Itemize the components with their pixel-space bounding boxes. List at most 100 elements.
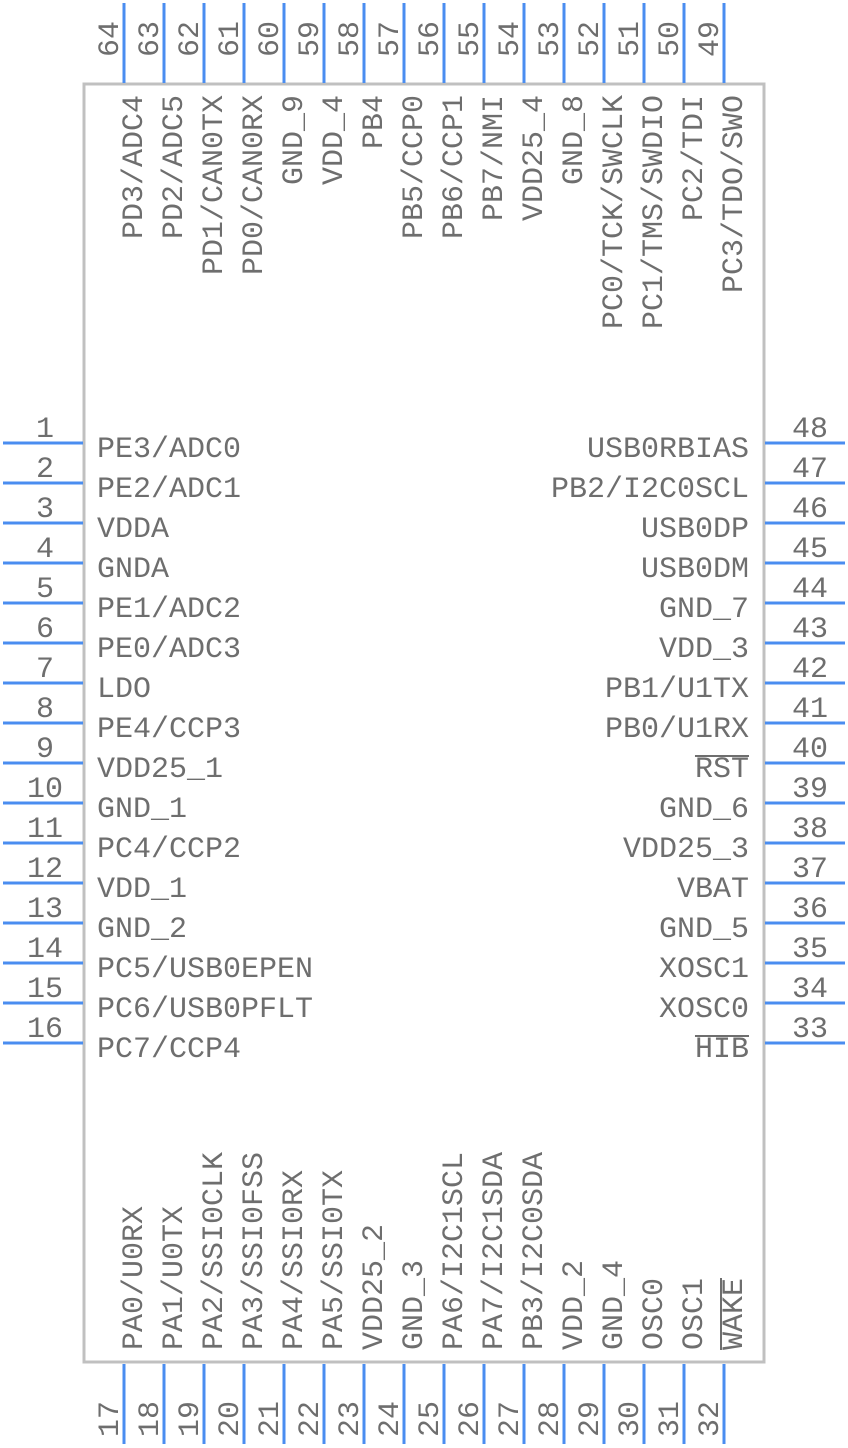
pin-label: PA3/SSI0FSS bbox=[238, 1152, 272, 1350]
pin-number: 52 bbox=[574, 21, 608, 57]
pin-label: VDD25_2 bbox=[358, 1224, 392, 1350]
pin-number: 54 bbox=[494, 21, 528, 57]
pin-label: XOSC1 bbox=[659, 953, 749, 987]
pin-number: 56 bbox=[414, 21, 448, 57]
pin-number: 31 bbox=[654, 1401, 688, 1437]
pin-label: PA4/SSI0RX bbox=[278, 1170, 312, 1350]
pin-number: 16 bbox=[27, 1013, 63, 1047]
pin-label: VBAT bbox=[677, 873, 749, 907]
pin-label: PC5/USB0EPEN bbox=[97, 953, 313, 987]
pin-number: 55 bbox=[454, 21, 488, 57]
pin-number: 20 bbox=[214, 1401, 248, 1437]
pin-number: 60 bbox=[254, 21, 288, 57]
pin-number: 53 bbox=[534, 21, 568, 57]
pin-number: 14 bbox=[27, 933, 63, 967]
pin-number: 47 bbox=[792, 453, 828, 487]
pin-label: PE0/ADC3 bbox=[97, 633, 241, 667]
pin-number: 62 bbox=[174, 21, 208, 57]
pin-number: 46 bbox=[792, 493, 828, 527]
pin-label: GND_3 bbox=[398, 1260, 432, 1350]
pin-number: 30 bbox=[614, 1401, 648, 1437]
pin-number: 29 bbox=[574, 1401, 608, 1437]
pin-number: 50 bbox=[654, 21, 688, 57]
pin-number: 28 bbox=[534, 1401, 568, 1437]
pin-label: PB4 bbox=[358, 95, 392, 149]
pin-number: 25 bbox=[414, 1401, 448, 1437]
pin-label: PE2/ADC1 bbox=[97, 473, 241, 507]
pin-label: VDD_3 bbox=[659, 633, 749, 667]
pin-number: 7 bbox=[36, 653, 54, 687]
pin-number: 6 bbox=[36, 613, 54, 647]
pin-label: PE1/ADC2 bbox=[97, 593, 241, 627]
pin-label: VDD_4 bbox=[318, 95, 352, 185]
pin-number: 44 bbox=[792, 573, 828, 607]
pin-number: 17 bbox=[94, 1401, 128, 1437]
pin-number: 40 bbox=[792, 733, 828, 767]
pin-label: PC0/TCK/SWCLK bbox=[598, 95, 632, 329]
pin-label: PC1/TMS/SWDIO bbox=[638, 95, 672, 329]
pin-label: PB3/I2C0SDA bbox=[518, 1152, 552, 1350]
pin-label: PC6/USB0PFLT bbox=[97, 993, 313, 1027]
pin-number: 5 bbox=[36, 573, 54, 607]
pin-number: 23 bbox=[334, 1401, 368, 1437]
pin-number: 59 bbox=[294, 21, 328, 57]
pin-label: PB6/CCP1 bbox=[438, 95, 472, 239]
pin-number: 24 bbox=[374, 1401, 408, 1437]
pin-label: PB2/I2C0SCL bbox=[551, 473, 749, 507]
pin-number: 57 bbox=[374, 21, 408, 57]
pin-number: 3 bbox=[36, 493, 54, 527]
pin-label: PC3/TDO/SWO bbox=[718, 95, 752, 293]
pin-label: GND_5 bbox=[659, 913, 749, 947]
pin-number: 9 bbox=[36, 733, 54, 767]
pin-label: USB0DM bbox=[641, 553, 749, 587]
pin-label: VDD25_1 bbox=[97, 753, 223, 787]
pin-label: GND_4 bbox=[598, 1260, 632, 1350]
pin-number: 2 bbox=[36, 453, 54, 487]
pin-label: PD2/ADC5 bbox=[158, 95, 192, 239]
pin-label: OSC1 bbox=[678, 1278, 712, 1350]
pin-label: VDD25_4 bbox=[518, 95, 552, 221]
pin-number: 18 bbox=[134, 1401, 168, 1437]
pin-label: USB0DP bbox=[641, 513, 749, 547]
pin-label: GND_1 bbox=[97, 793, 187, 827]
pin-label: PE4/CCP3 bbox=[97, 713, 241, 747]
pin-label: LDO bbox=[97, 673, 151, 707]
pin-label: PB5/CCP0 bbox=[398, 95, 432, 239]
pin-number: 4 bbox=[36, 533, 54, 567]
pin-label: PA1/U0TX bbox=[158, 1206, 192, 1350]
pin-number: 64 bbox=[94, 21, 128, 57]
pin-number: 48 bbox=[792, 413, 828, 447]
pin-label: PB1/U1TX bbox=[605, 673, 749, 707]
pin-number: 19 bbox=[174, 1401, 208, 1437]
pin-label: PA5/SSI0TX bbox=[318, 1170, 352, 1350]
pin-label: GND_2 bbox=[97, 913, 187, 947]
pin-label: XOSC0 bbox=[659, 993, 749, 1027]
pin-label: WAKE bbox=[718, 1278, 752, 1350]
pin-number: 22 bbox=[294, 1401, 328, 1437]
pin-label: VDD25_3 bbox=[623, 833, 749, 867]
pin-label: PC7/CCP4 bbox=[97, 1033, 241, 1067]
pin-number: 49 bbox=[694, 21, 728, 57]
pin-number: 10 bbox=[27, 773, 63, 807]
pin-number: 33 bbox=[792, 1013, 828, 1047]
pin-number: 32 bbox=[694, 1401, 728, 1437]
pin-number: 34 bbox=[792, 973, 828, 1007]
pin-number: 42 bbox=[792, 653, 828, 687]
pin-number: 36 bbox=[792, 893, 828, 927]
pin-label: PB0/U1RX bbox=[605, 713, 749, 747]
pin-label: PA7/I2C1SDA bbox=[478, 1152, 512, 1350]
pin-label: PD1/CAN0TX bbox=[198, 95, 232, 275]
pin-label: GNDA bbox=[97, 553, 169, 587]
pin-number: 41 bbox=[792, 693, 828, 727]
pin-label: USB0RBIAS bbox=[587, 433, 749, 467]
pin-label: PA6/I2C1SCL bbox=[438, 1152, 472, 1350]
pin-label: PA2/SSI0CLK bbox=[198, 1152, 232, 1350]
pin-number: 38 bbox=[792, 813, 828, 847]
pin-label: VDD_2 bbox=[558, 1260, 592, 1350]
pin-number: 15 bbox=[27, 973, 63, 1007]
pin-number: 37 bbox=[792, 853, 828, 887]
pin-label: OSC0 bbox=[638, 1278, 672, 1350]
pin-label: GND_8 bbox=[558, 95, 592, 185]
pin-label: PD3/ADC4 bbox=[118, 95, 152, 239]
